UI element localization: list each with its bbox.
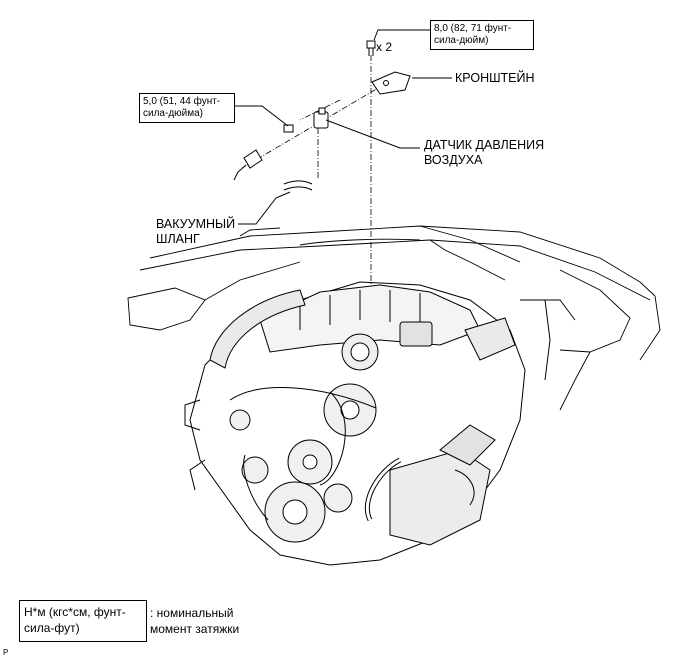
legend-box-line1: Н*м (кгс*см, фунт- <box>24 605 126 619</box>
vacuum-hose-label: ВАКУУМНЫЙ ШЛАНГ <box>156 217 235 247</box>
legend-description: : номинальный момент затяжки <box>150 605 239 637</box>
legend-description-line2: момент затяжки <box>150 622 240 636</box>
bracket-drawing <box>371 71 411 95</box>
pressure-sensor-line2: ВОЗДУХА <box>424 153 483 167</box>
legend-description-line1: : номинальный <box>150 606 234 620</box>
sensor-torque-callout: 5,0 (51, 44 фунт- сила-дюйма) <box>139 93 235 123</box>
bracket-torque-callout: 8,0 (82, 71 фунт- сила-дюйм) <box>430 20 534 50</box>
figure-code: P <box>3 648 9 657</box>
sensor-bolt-icon <box>283 124 294 133</box>
bracket-label: КРОНШТЕЙН <box>455 71 535 85</box>
alignment-leader-lines <box>241 55 386 284</box>
chassis-frame-drawing <box>127 225 661 411</box>
vacuum-hose-line2: ШЛАНГ <box>156 232 200 246</box>
engine-block-drawing <box>184 281 551 566</box>
callout-leaders <box>234 29 452 225</box>
sensor-torque-line1: 5,0 (51, 44 фунт- <box>143 96 221 107</box>
vacuum-hose-drawing <box>283 180 313 191</box>
connector-drawing <box>233 149 263 181</box>
legend-box-line2: сила-фут) <box>24 621 80 635</box>
pressure-sensor-label: ДАТЧИК ДАВЛЕНИЯ ВОЗДУХА <box>424 138 544 168</box>
vacuum-hose-line1: ВАКУУМНЫЙ <box>156 217 236 231</box>
bracket-torque-line1: 8,0 (82, 71 фунт- <box>434 23 512 34</box>
pressure-sensor-line1: ДАТЧИК ДАВЛЕНИЯ <box>424 138 545 152</box>
sensor-torque-line2: сила-дюйма) <box>143 108 203 119</box>
bolt-icon <box>366 40 376 56</box>
bolt-quantity-label: x 2 <box>376 40 393 54</box>
torque-unit-legend: Н*м (кгс*см, фунт- сила-фут) <box>19 600 147 642</box>
bracket-torque-line2: сила-дюйм) <box>434 35 489 46</box>
pressure-sensor-drawing <box>313 107 329 129</box>
